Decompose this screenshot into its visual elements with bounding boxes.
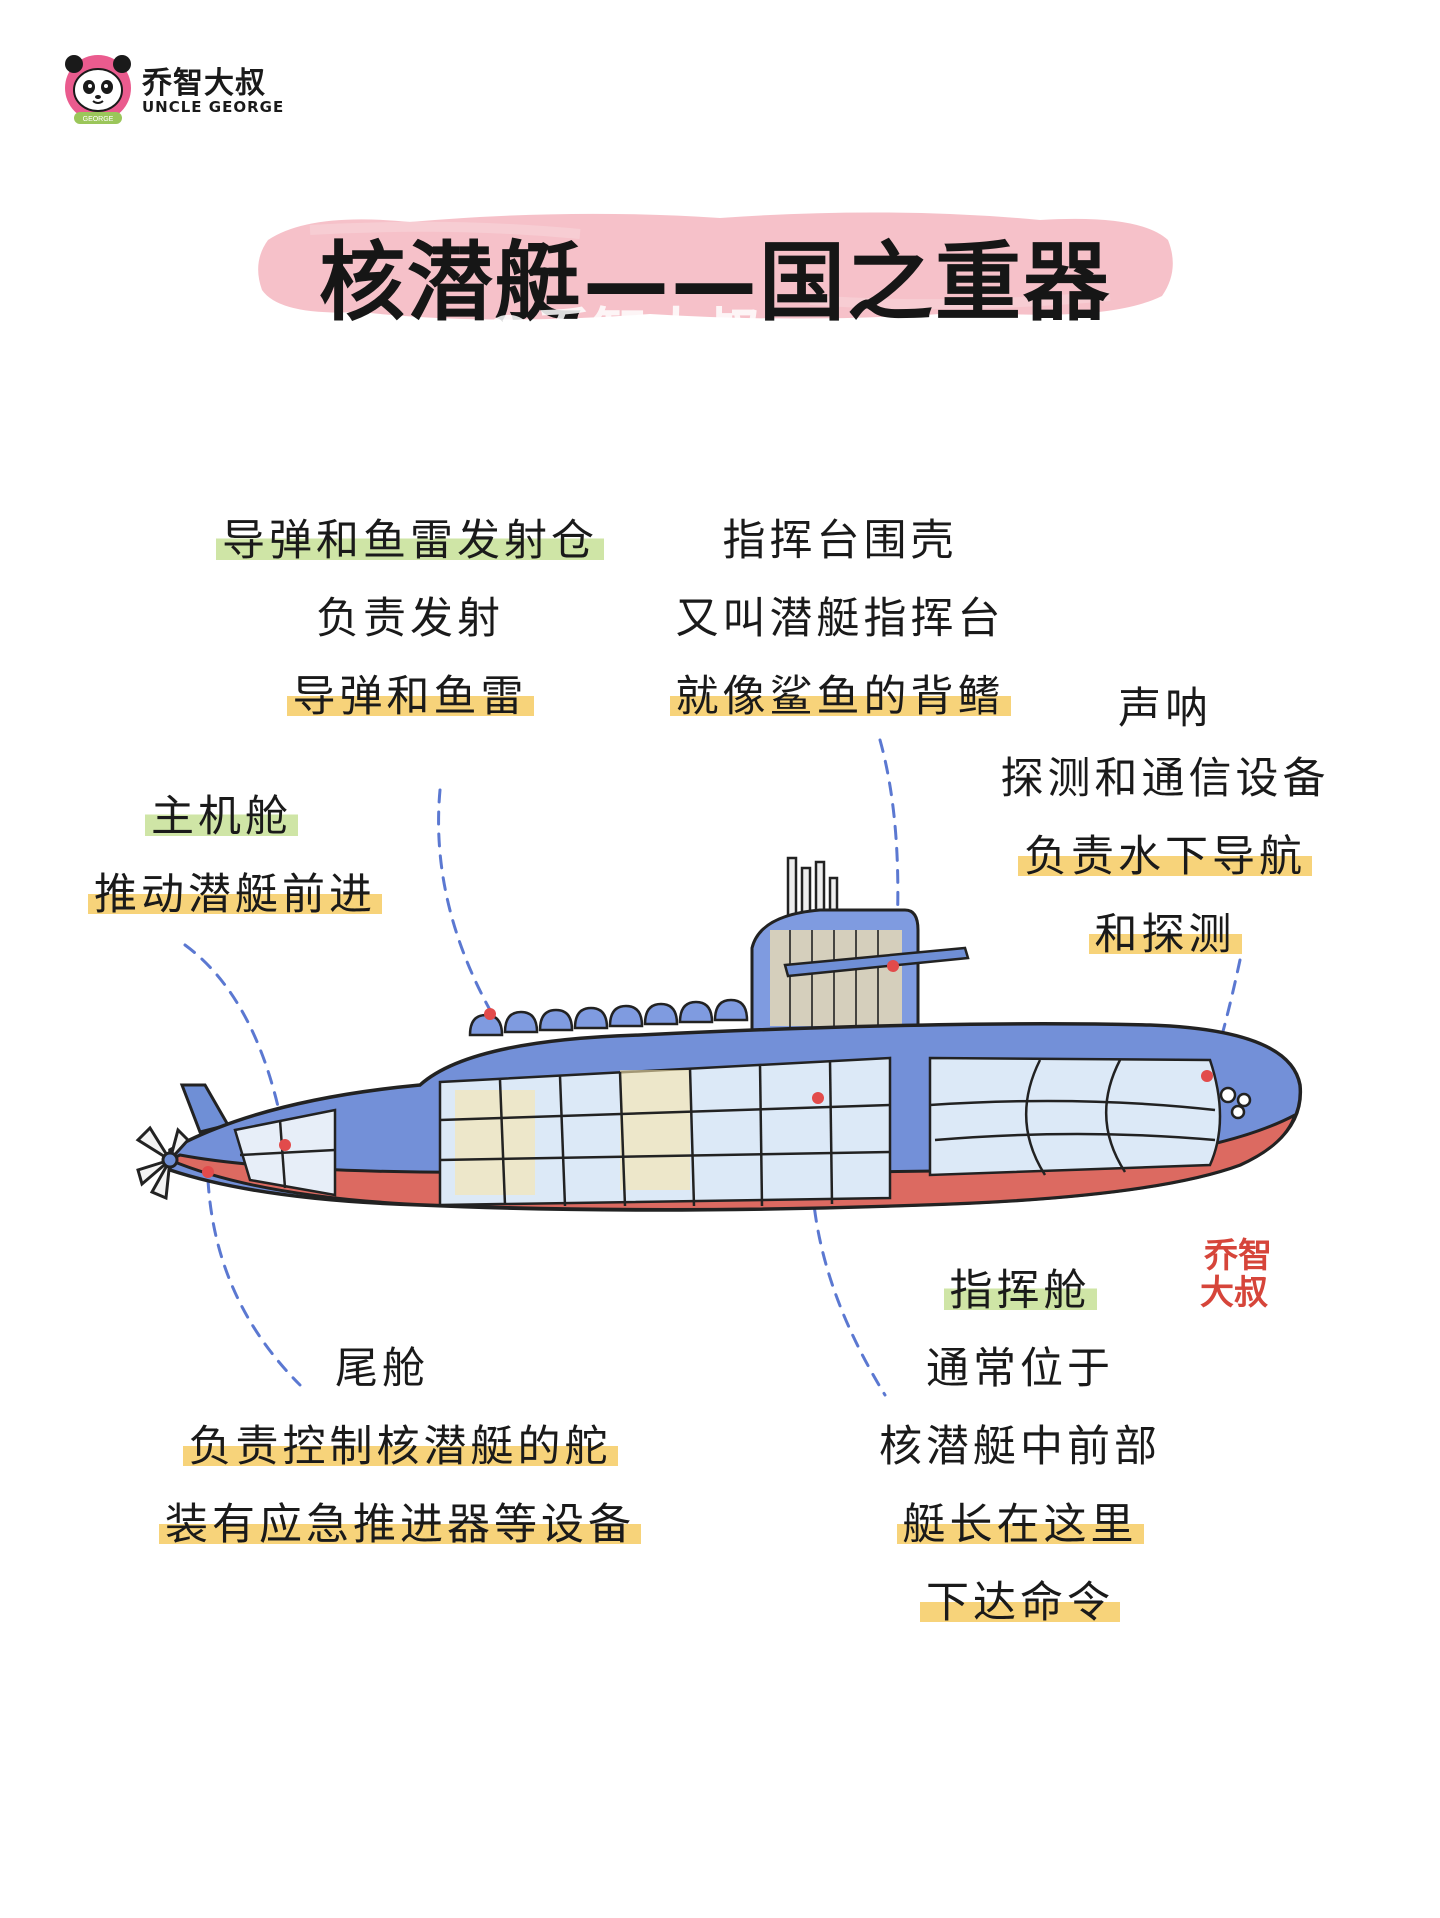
pointer-launcher — [484, 1008, 496, 1020]
sonar-line-1: 探测和通信设备 — [1000, 754, 1330, 804]
watermark: @乔智大叔 — [480, 303, 760, 368]
pointer-sail — [887, 960, 899, 972]
missile-hatches — [468, 998, 749, 1037]
seal-stamp: 大叔 乔智 — [1200, 1237, 1276, 1313]
pointer-sonar — [1201, 1070, 1213, 1082]
sail-title: 指挥台围壳 — [722, 516, 958, 566]
seal-line-1: 乔智 — [1204, 1236, 1272, 1276]
command-line-2: 核潜艇中前部 — [879, 1422, 1161, 1472]
sonar-line-3: 和探测 — [1088, 910, 1242, 960]
pointer-stern — [202, 1166, 214, 1178]
annotation-launcher: 导弹和鱼雷发射仓 负责发射 导弹和鱼雷 — [190, 502, 630, 736]
panda-logo-icon: GEORGE — [65, 55, 131, 124]
annotation-command: 指挥舱 通常位于 核潜艇中前部 艇长在这里 下达命令 — [830, 1252, 1210, 1642]
launcher-line-1: 负责发射 — [316, 594, 504, 644]
command-line-3: 艇长在这里 — [896, 1500, 1144, 1550]
page-title: 核潜艇——国之重器 — [319, 233, 1111, 333]
leader-sonar — [1208, 958, 1242, 1077]
cutaway-sections — [233, 1056, 1252, 1207]
engine-line-1: 推动潜艇前进 — [88, 870, 382, 920]
annotation-sonar: 声呐 探测和通信设备 负责水下导航 和探测 — [950, 678, 1380, 974]
logo-badge: GEORGE — [83, 116, 114, 123]
leader-sail — [878, 738, 900, 967]
annotation-sail: 指挥台围壳 又叫潜艇指挥台 就像鲨鱼的背鳍 — [630, 502, 1050, 736]
leader-engine — [183, 943, 287, 1142]
engine-title: 主机舱 — [145, 792, 298, 842]
title-banner: 核潜艇——国之重器 — [250, 200, 1180, 333]
annotation-engine: 主机舱 推动潜艇前进 — [45, 778, 425, 934]
leader-launcher — [437, 788, 492, 1012]
title-brush-background — [258, 212, 1173, 320]
seal-line-2: 大叔 — [1200, 1273, 1268, 1313]
sonar-title: 声呐 — [1118, 684, 1212, 734]
logo-text-en: UNCLE GEORGE — [142, 98, 285, 116]
sail-line-2: 就像鲨鱼的背鳍 — [669, 672, 1011, 722]
sonar-line-2: 负责水下导航 — [1018, 832, 1312, 882]
propeller — [135, 1125, 191, 1201]
command-line-4: 下达命令 — [920, 1578, 1120, 1628]
sail-line-1: 又叫潜艇指挥台 — [675, 594, 1005, 644]
stern-title: 尾舱 — [335, 1344, 429, 1394]
conning-tower — [750, 856, 970, 1038]
command-line-1: 通常位于 — [926, 1344, 1114, 1394]
logo: GEORGE 乔智大叔 UNCLE GEORGE — [60, 52, 290, 128]
annotation-stern: 尾舱 负责控制核潜艇的舵 装有应急推进器等设备 — [120, 1330, 680, 1564]
command-title: 指挥舱 — [943, 1266, 1097, 1316]
leader-stern — [206, 1178, 302, 1387]
pointer-command — [812, 1092, 824, 1104]
logo-text-cn: 乔智大叔 — [142, 66, 266, 101]
pointer-engine — [279, 1139, 291, 1151]
launcher-line-2: 导弹和鱼雷 — [286, 672, 534, 722]
leader-command — [810, 1098, 887, 1397]
stern-line-1: 负责控制核潜艇的舵 — [182, 1422, 618, 1472]
launcher-title: 导弹和鱼雷发射仓 — [216, 516, 604, 566]
stern-line-2: 装有应急推进器等设备 — [159, 1500, 641, 1550]
